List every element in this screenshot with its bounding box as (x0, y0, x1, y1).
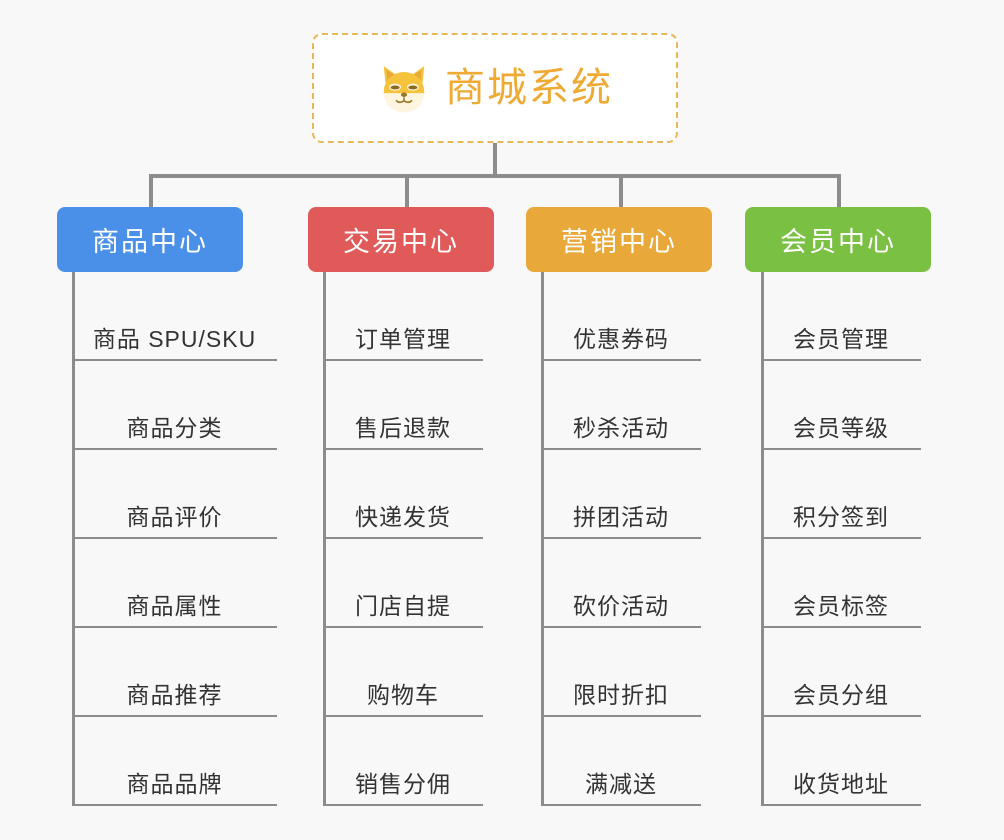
leaf-item-label: 销售分佣 (355, 771, 451, 798)
leaf-item-label: 限时折扣 (573, 682, 669, 709)
leaf-item-label: 快递发货 (355, 504, 451, 531)
leaf-item[interactable]: 会员分组 (761, 628, 921, 717)
leaf-spine-connector (761, 272, 764, 806)
leaf-column-1: 商品 SPU/SKU 商品分类商品评价商品属性商品推荐商品品牌 (72, 272, 277, 806)
leaf-item-label: 积分签到 (793, 504, 889, 531)
category-label: 商品中心 (92, 227, 208, 257)
category-label: 营销中心 (561, 227, 677, 257)
category-drop-connector-1 (149, 174, 153, 207)
leaf-item-label: 会员分组 (793, 682, 889, 709)
leaf-item[interactable]: 限时折扣 (541, 628, 701, 717)
category-drop-connector-4 (837, 174, 841, 207)
leaf-item[interactable]: 商品品牌 (72, 717, 277, 806)
leaf-item-label: 商品品牌 (126, 771, 223, 798)
root-node-mall-system[interactable]: 商城系统 (312, 33, 678, 143)
leaf-item[interactable]: 销售分佣 (323, 717, 483, 806)
leaf-spine-connector (72, 272, 75, 806)
leaf-item[interactable]: 商品分类 (72, 361, 277, 450)
category-box-1[interactable]: 商品中心 (57, 207, 243, 272)
leaf-item[interactable]: 购物车 (323, 628, 483, 717)
leaf-item[interactable]: 秒杀活动 (541, 361, 701, 450)
horizontal-bus-connector (149, 174, 837, 178)
shiba-dog-emoji-icon (377, 61, 431, 115)
leaf-item[interactable]: 商品评价 (72, 450, 277, 539)
leaf-item-label: 收货地址 (793, 771, 889, 798)
leaf-spine-connector (541, 272, 544, 806)
leaf-item[interactable]: 积分签到 (761, 450, 921, 539)
leaf-column-2: 订单管理售后退款快递发货门店自提购物车销售分佣 (323, 272, 483, 806)
leaf-item[interactable]: 售后退款 (323, 361, 483, 450)
leaf-item-label: 购物车 (367, 682, 439, 709)
leaf-item[interactable]: 满减送 (541, 717, 701, 806)
category-drop-connector-2 (405, 174, 409, 207)
leaf-item-label: 商品推荐 (126, 682, 223, 709)
leaf-item-label: 商品分类 (126, 415, 223, 442)
leaf-item[interactable]: 收货地址 (761, 717, 921, 806)
leaf-item[interactable]: 商品 SPU/SKU (72, 272, 277, 361)
leaf-item-label: 会员管理 (793, 326, 889, 353)
category-drop-connector-3 (619, 174, 623, 207)
leaf-item-label: 售后退款 (355, 415, 451, 442)
leaf-item[interactable]: 会员标签 (761, 539, 921, 628)
leaf-item-label: 优惠券码 (573, 326, 669, 353)
leaf-item-label: 商品评价 (126, 504, 223, 531)
leaf-item-label: 拼团活动 (573, 504, 669, 531)
category-label: 交易中心 (343, 227, 459, 257)
leaf-item-label: 商品属性 (126, 593, 223, 620)
leaf-item-label: 门店自提 (355, 593, 451, 620)
leaf-item-label: 商品 SPU/SKU (92, 326, 257, 353)
category-box-3[interactable]: 营销中心 (526, 207, 712, 272)
root-stem-connector (493, 143, 497, 176)
leaf-item-label: 砍价活动 (573, 593, 669, 620)
leaf-column-4: 会员管理会员等级积分签到会员标签会员分组收货地址 (761, 272, 921, 806)
leaf-item-label: 满减送 (585, 771, 657, 798)
leaf-item-label: 秒杀活动 (573, 415, 669, 442)
leaf-spine-connector (323, 272, 326, 806)
leaf-item-label: 订单管理 (355, 326, 451, 353)
leaf-item[interactable]: 会员管理 (761, 272, 921, 361)
leaf-item-label: 会员标签 (793, 593, 889, 620)
leaf-item[interactable]: 订单管理 (323, 272, 483, 361)
leaf-item[interactable]: 门店自提 (323, 539, 483, 628)
leaf-column-3: 优惠券码秒杀活动拼团活动砍价活动限时折扣满减送 (541, 272, 701, 806)
category-box-4[interactable]: 会员中心 (745, 207, 931, 272)
leaf-item[interactable]: 会员等级 (761, 361, 921, 450)
leaf-item-label: 会员等级 (793, 415, 889, 442)
category-box-2[interactable]: 交易中心 (308, 207, 494, 272)
leaf-item[interactable]: 商品推荐 (72, 628, 277, 717)
category-label: 会员中心 (780, 227, 896, 257)
leaf-item[interactable]: 商品属性 (72, 539, 277, 628)
leaf-item[interactable]: 拼团活动 (541, 450, 701, 539)
leaf-item[interactable]: 优惠券码 (541, 272, 701, 361)
leaf-item[interactable]: 快递发货 (323, 450, 483, 539)
leaf-item[interactable]: 砍价活动 (541, 539, 701, 628)
root-title: 商城系统 (445, 66, 613, 110)
